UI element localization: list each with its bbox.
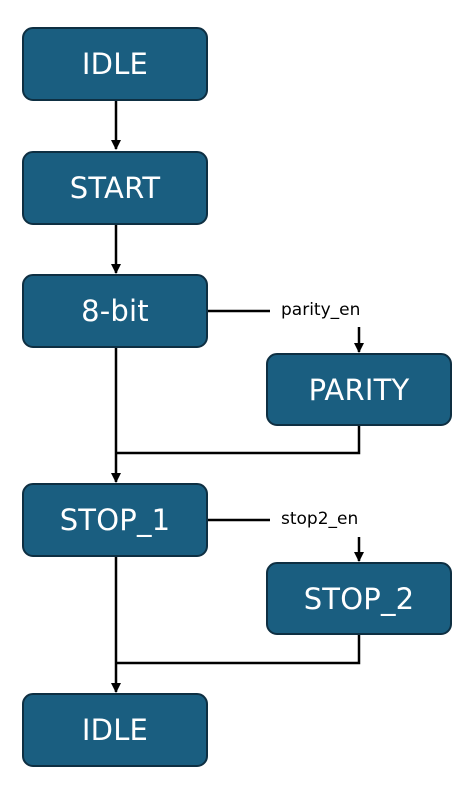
state-start-label: START: [69, 171, 161, 205]
state-idle-bottom-label: IDLE: [81, 713, 149, 747]
state-parity: PARITY: [266, 353, 452, 426]
condition-parity-en-label: parity_en: [281, 300, 361, 320]
state-idle-top-label: IDLE: [81, 47, 149, 81]
state-stop-2-label: STOP_2: [303, 581, 415, 616]
state-start: START: [22, 151, 208, 225]
condition-stop2-en-label: stop2_en: [281, 509, 359, 529]
state-8bit-label: 8-bit: [81, 294, 149, 328]
edge-stop2-return: [116, 635, 361, 665]
state-parity-label: PARITY: [308, 372, 410, 407]
edge-parity-return: [116, 426, 361, 455]
condition-stop2-en: stop2_en: [281, 509, 358, 529]
state-idle-top: IDLE: [22, 27, 208, 101]
state-idle-bottom: IDLE: [22, 693, 208, 767]
condition-parity-en: parity_en: [281, 300, 360, 320]
state-8bit: 8-bit: [22, 274, 208, 348]
state-stop-1-label: STOP_1: [59, 503, 171, 537]
state-stop-2: STOP_2: [266, 562, 452, 635]
state-stop-1: STOP_1: [22, 483, 208, 557]
